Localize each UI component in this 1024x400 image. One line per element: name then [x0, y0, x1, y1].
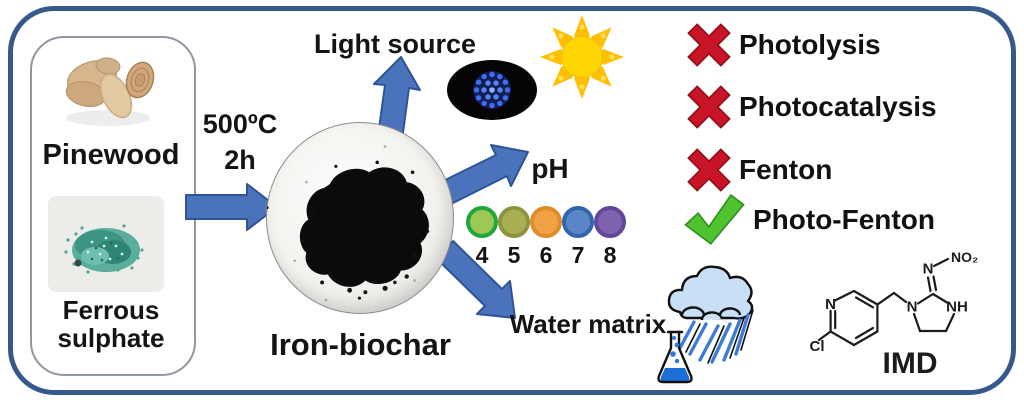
check-icon [684, 194, 745, 245]
ferrous-sulphate-photo [48, 196, 164, 292]
ph-number: 4 [475, 242, 489, 268]
ph-scale-numbers: 4 5 6 7 8 [466, 242, 628, 269]
ferrous-sulphate-label: Ferrous sulphate [24, 296, 198, 352]
pyrolysis-temperature-label: 500ºC [202, 109, 278, 139]
cross-icon [687, 23, 731, 67]
ph-circle [530, 206, 562, 238]
cross-icon [687, 148, 731, 192]
ring-nh-label: NH [946, 299, 968, 316]
arrow-pyrolysis [185, 183, 278, 231]
ph-number: 6 [539, 242, 553, 268]
imd-molecule-structure: N Cl N NH N NO₂ IMD [810, 249, 978, 380]
water-matrix-label: Water matrix [509, 309, 667, 339]
ph-label: pH [531, 153, 569, 184]
pyrolysis-duration-label: 2h [224, 145, 256, 175]
outcome-fenton: Fenton [686, 147, 832, 193]
ferrous-sulphate-crystals [64, 224, 144, 274]
ph-circle [466, 206, 498, 238]
ring-n-label: N [907, 299, 918, 316]
iron-biochar-label: Iron-biochar [270, 327, 451, 362]
outer-frame [8, 6, 1016, 395]
ferrous-label-line1: Ferrous [62, 295, 160, 325]
cross-icon [687, 85, 731, 129]
led-lamp-icon [447, 60, 537, 120]
outcome-label: Photocatalysis [739, 91, 937, 122]
pinewood-label: Pinewood [42, 139, 180, 171]
ph-number: 5 [507, 242, 521, 268]
ph-circle [594, 206, 626, 238]
outcome-photolysis: Photolysis [686, 22, 881, 68]
arrow-to-water-matrix [436, 240, 516, 319]
sun-icon [540, 15, 624, 99]
iron-biochar-photo [266, 122, 454, 314]
imine-n-label: N [923, 261, 934, 278]
outcome-label: Photo-Fenton [753, 203, 935, 235]
outcome-label: Photolysis [739, 29, 881, 60]
ph-circle [562, 206, 594, 238]
flask-icon [657, 330, 693, 384]
light-source-label: Light source [313, 29, 476, 59]
ferrous-label-line2: sulphate [57, 323, 165, 354]
outcome-photocatalysis: Photocatalysis [686, 84, 937, 130]
rain-cloud-icon [667, 265, 754, 364]
ph-number: 8 [603, 242, 617, 268]
outcome-label: Fenton [739, 154, 833, 185]
ph-scale [466, 206, 628, 238]
pyridine-n-label: N [825, 296, 836, 313]
ph-circle [498, 206, 530, 238]
chlorine-label: Cl [810, 338, 825, 355]
outcome-photo-fenton: Photo-Fenton [682, 192, 935, 247]
biochar-powder [267, 145, 430, 302]
nitro-group-label: NO₂ [951, 249, 978, 265]
ph-number: 7 [571, 242, 585, 268]
imd-name-label: IMD [883, 347, 938, 380]
pinewood-photo [65, 57, 155, 126]
